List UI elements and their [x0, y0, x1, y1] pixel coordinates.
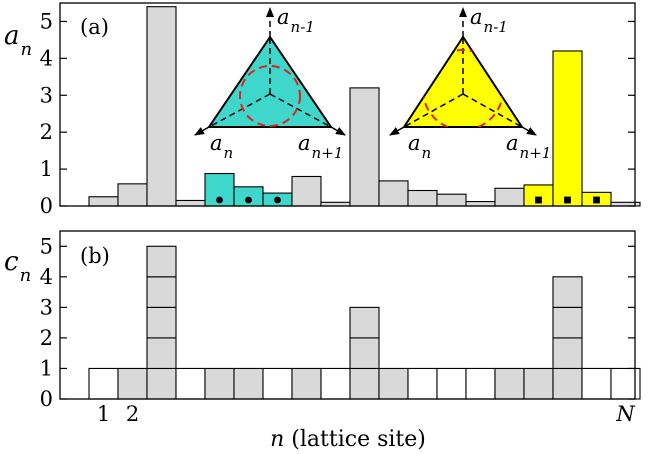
cyan-triangle-median-2 — [269, 93, 332, 128]
b-bar-9-block-1 — [320, 367, 351, 400]
b-bar-17-block-1 — [552, 367, 583, 400]
b-bar-8-block-1 — [291, 367, 322, 400]
yellow-triangle-label-right: an+1 — [506, 131, 551, 162]
b-y-tick-label-2: 2 — [40, 326, 53, 350]
a-marker-17 — [564, 196, 571, 204]
yellow-triangle-label-left: an — [408, 131, 431, 162]
a-marker-6 — [245, 196, 252, 204]
cyan-triangle-arrow-left — [194, 126, 210, 136]
cyan-triangle-label-right: an+1 — [298, 131, 343, 162]
b-x-tick-label-1: 1 — [97, 402, 110, 426]
cyan-triangle: an-1 an an+1 — [194, 5, 346, 162]
b-bar-14-block-1 — [465, 367, 496, 400]
panel-a: 0 1 2 3 4 5 (a) an an-1 an an+1 an-1 an an+1 — [4, 2, 641, 218]
panel-a-label: (a) — [80, 15, 109, 39]
a-bar-13 — [436, 193, 467, 207]
b-bar-12-block-1 — [407, 367, 438, 400]
panel-b-y-ticks: 0 1 2 3 4 5 — [40, 234, 635, 411]
a-y-tick-label-2: 2 — [40, 120, 53, 144]
panel-b-y-label-sub: n — [20, 265, 32, 286]
b-x-tick-label-2: 2 — [126, 402, 139, 426]
b-bar-3-block-5 — [146, 245, 177, 278]
b-y-tick-label-3: 3 — [40, 295, 53, 319]
a-bar-12 — [407, 189, 438, 207]
b-bar-13-block-1 — [436, 367, 467, 400]
b-bar-7-block-1 — [262, 367, 293, 400]
panel-b-label: (b) — [80, 244, 110, 268]
a-bar-1 — [88, 196, 119, 207]
b-bar-17-block-3 — [552, 306, 583, 339]
a-marker-16 — [535, 196, 542, 204]
b-y-tick-label-4: 4 — [40, 265, 53, 289]
yellow-triangle-median-1 — [403, 93, 464, 128]
b-bar-2-block-1 — [117, 367, 148, 400]
b-bar-10-block-3 — [349, 306, 380, 339]
a-bar-10 — [349, 87, 380, 207]
b-y-tick-label-0: 0 — [40, 387, 53, 411]
yellow-triangle-label-top: an-1 — [470, 5, 508, 36]
a-marker-18 — [593, 196, 600, 204]
b-bar-3-block-3 — [146, 306, 177, 339]
b-bar-3-block-4 — [146, 276, 177, 308]
panel-a-y-ticks: 0 1 2 3 4 5 — [40, 9, 635, 218]
b-bar-11-block-1 — [378, 367, 409, 400]
a-marker-7 — [274, 196, 281, 204]
b-bar-17-block-2 — [552, 337, 583, 370]
cyan-triangle-label-left: an — [210, 131, 233, 162]
yellow-triangle-median-2 — [462, 93, 523, 128]
b-bar-1-block-1 — [88, 367, 119, 400]
a-y-tick-label-1: 1 — [40, 157, 53, 181]
insets: an-1 an an+1 an-1 an an+1 — [194, 5, 551, 162]
b-bar-19-block-1 — [610, 367, 641, 400]
a-bar-2 — [117, 183, 148, 207]
b-bar-3-block-2 — [146, 337, 177, 370]
b-y-tick-label-5: 5 — [40, 234, 53, 258]
a-y-tick-label-4: 4 — [40, 46, 53, 70]
a-y-tick-label-0: 0 — [40, 194, 53, 218]
yellow-triangle-arrow-left — [389, 126, 405, 136]
b-bar-18-block-1 — [581, 367, 612, 400]
b-bar-4-block-1 — [175, 367, 206, 400]
panel-b-bars — [88, 245, 641, 400]
b-bar-5-block-1 — [204, 367, 235, 400]
panel-b-frame — [59, 230, 636, 400]
panel-a-markers — [216, 196, 600, 204]
a-y-tick-label-5: 5 — [40, 9, 53, 33]
a-bar-4 — [175, 199, 206, 207]
cyan-triangle-label-top: an-1 — [277, 5, 315, 36]
yellow-triangle-arrow-right — [521, 126, 537, 136]
panel-a-frame — [59, 2, 636, 207]
b-bar-3-block-1 — [146, 367, 177, 400]
a-bar-14 — [465, 201, 496, 207]
yellow-triangle: an-1 an an+1 — [389, 5, 551, 162]
cyan-triangle-arrow-right — [330, 126, 346, 136]
b-x-tick-label-19: N — [615, 402, 635, 426]
cyan-triangle-median-1 — [208, 93, 271, 128]
a-y-tick-label-3: 3 — [40, 83, 53, 107]
a-marker-5 — [216, 196, 223, 204]
x-axis-label: n (lattice site) — [270, 427, 426, 452]
a-bar-3 — [146, 6, 177, 207]
a-bar-17 — [552, 50, 583, 207]
cyan-triangle-dashed-circle — [239, 65, 301, 127]
panel-b-y-label: cn — [4, 247, 31, 286]
b-bar-17-block-4 — [552, 276, 583, 308]
a-bar-11 — [378, 180, 409, 207]
panel-a-bars — [88, 6, 641, 207]
b-y-tick-label-1: 1 — [40, 356, 53, 380]
panel-a-y-label: an — [4, 21, 32, 60]
panel-a-y-label-sub: n — [21, 39, 33, 60]
b-bar-15-block-1 — [494, 367, 525, 400]
b-bar-10-block-2 — [349, 337, 380, 370]
a-bar-8 — [291, 175, 322, 207]
a-bar-15 — [494, 187, 525, 207]
b-bar-6-block-1 — [233, 367, 264, 400]
b-bar-10-block-1 — [349, 367, 380, 400]
b-bar-16-block-1 — [523, 367, 554, 400]
